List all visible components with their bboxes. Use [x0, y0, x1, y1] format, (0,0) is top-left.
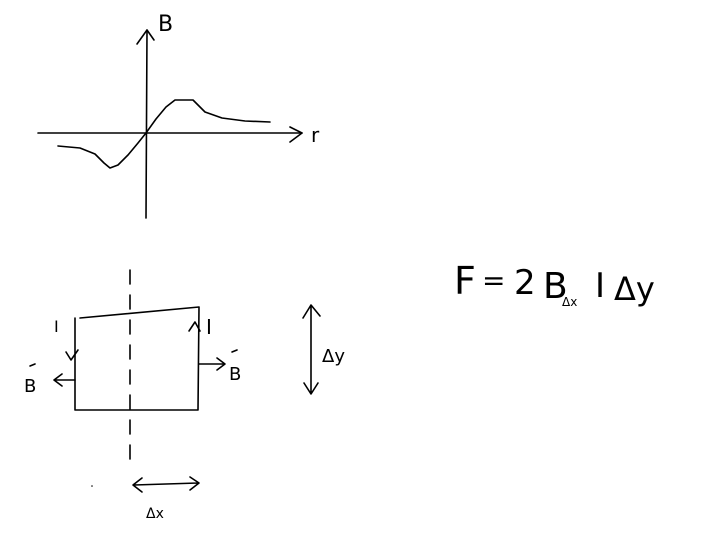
equation-field-subscript: Δx — [562, 295, 577, 309]
current-loop-diagram: I I B B Δy Δx — [24, 269, 345, 522]
equation-equals: = — [482, 264, 505, 297]
equation-field: B — [543, 266, 568, 307]
y-axis — [145, 29, 148, 219]
force-equation: F = 2 B Δx I Δy — [454, 259, 655, 309]
x-axis-label: r — [311, 123, 320, 147]
vector-mark-right — [231, 349, 238, 353]
stray-dot — [91, 485, 93, 487]
field-arrow-right — [198, 357, 226, 371]
height-label: Δy — [322, 346, 345, 367]
vector-mark-left — [29, 363, 36, 367]
field-label-right: B — [229, 364, 241, 385]
current-arrow-left — [65, 349, 79, 361]
height-dimension-arrow — [302, 304, 321, 395]
width-dimension-arrow — [132, 476, 200, 493]
equation-length: Δy — [614, 270, 655, 308]
field-arrow-left — [53, 373, 76, 387]
equation-factor: 2 — [514, 263, 536, 303]
field-label-left: B — [24, 376, 36, 397]
current-label-left: I — [54, 317, 59, 336]
field-curve — [57, 99, 271, 169]
loop-rectangle — [74, 306, 200, 411]
current-arrow-right — [188, 321, 201, 332]
width-label: Δx — [146, 506, 164, 522]
equation-current: I — [595, 266, 605, 306]
b-vs-r-graph: B r — [37, 12, 320, 219]
x-axis-arrowhead — [289, 126, 303, 143]
current-label-right: I — [206, 315, 212, 339]
equation-lhs: F — [454, 259, 476, 303]
y-axis-label: B — [158, 12, 173, 37]
y-axis-arrowhead — [136, 29, 155, 45]
